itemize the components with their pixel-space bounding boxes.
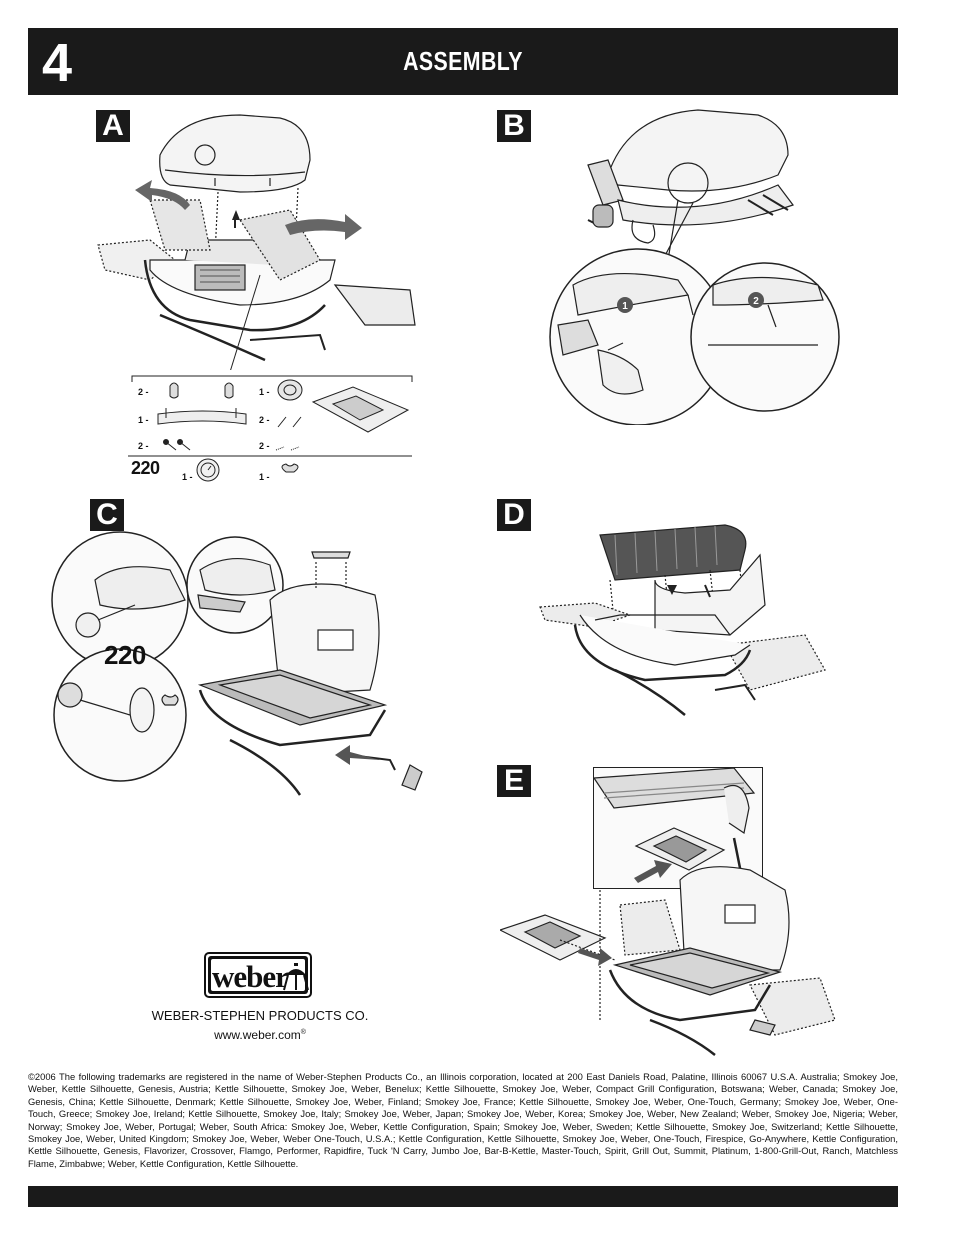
part-qty-thermometer: 1 - bbox=[182, 472, 193, 482]
parts-list-diagram bbox=[128, 375, 413, 482]
weber-logo: weber bbox=[204, 952, 312, 998]
step-e-detail-box bbox=[592, 767, 763, 889]
step-badge-e: E bbox=[497, 765, 531, 797]
website-url[interactable]: www.weber.com bbox=[214, 1028, 301, 1042]
step-a-illustration bbox=[97, 114, 416, 370]
callout-one: 1 bbox=[622, 301, 628, 312]
page-title: ASSEMBLY bbox=[403, 46, 523, 76]
part-qty-control-knob: 1 - bbox=[259, 387, 270, 397]
step-c-model-label: 220 bbox=[104, 640, 146, 670]
step-badge-b: B bbox=[497, 110, 531, 142]
trademark-notice: ©2006 The following trademarks are regis… bbox=[28, 1071, 898, 1169]
step-e-illustration bbox=[500, 866, 836, 1056]
step-badge-c: C bbox=[90, 499, 124, 531]
parts-model-label: 220 bbox=[131, 458, 160, 478]
weber-logo-text: weber bbox=[212, 959, 289, 994]
step-d-illustration bbox=[539, 524, 826, 716]
kettle-icon bbox=[283, 963, 309, 991]
footer-bar bbox=[28, 1186, 898, 1207]
step-c-illustration bbox=[51, 531, 423, 796]
page-number: 4 bbox=[42, 33, 72, 93]
part-qty-handle-bracket: 2 - bbox=[138, 387, 149, 397]
company-name: WEBER-STEPHEN PRODUCTS CO. bbox=[151, 1008, 369, 1023]
part-qty-lid-handle: 1 - bbox=[138, 415, 149, 425]
registered-mark: ® bbox=[300, 1029, 306, 1036]
step-b-illustration: 1 2 bbox=[549, 109, 840, 425]
step-badge-d: D bbox=[497, 499, 531, 531]
part-qty-pins: 2 - bbox=[259, 415, 270, 425]
part-qty-bolts: 2 - bbox=[138, 441, 149, 451]
header-bar: 4 ASSEMBLY bbox=[28, 28, 898, 95]
step-badge-a: A bbox=[96, 110, 130, 142]
part-qty-clips: 2 - bbox=[259, 441, 270, 451]
part-qty-wing-nut: 1 - bbox=[259, 472, 270, 482]
callout-two: 2 bbox=[753, 296, 759, 307]
website: www.weber.com® bbox=[100, 1028, 420, 1042]
